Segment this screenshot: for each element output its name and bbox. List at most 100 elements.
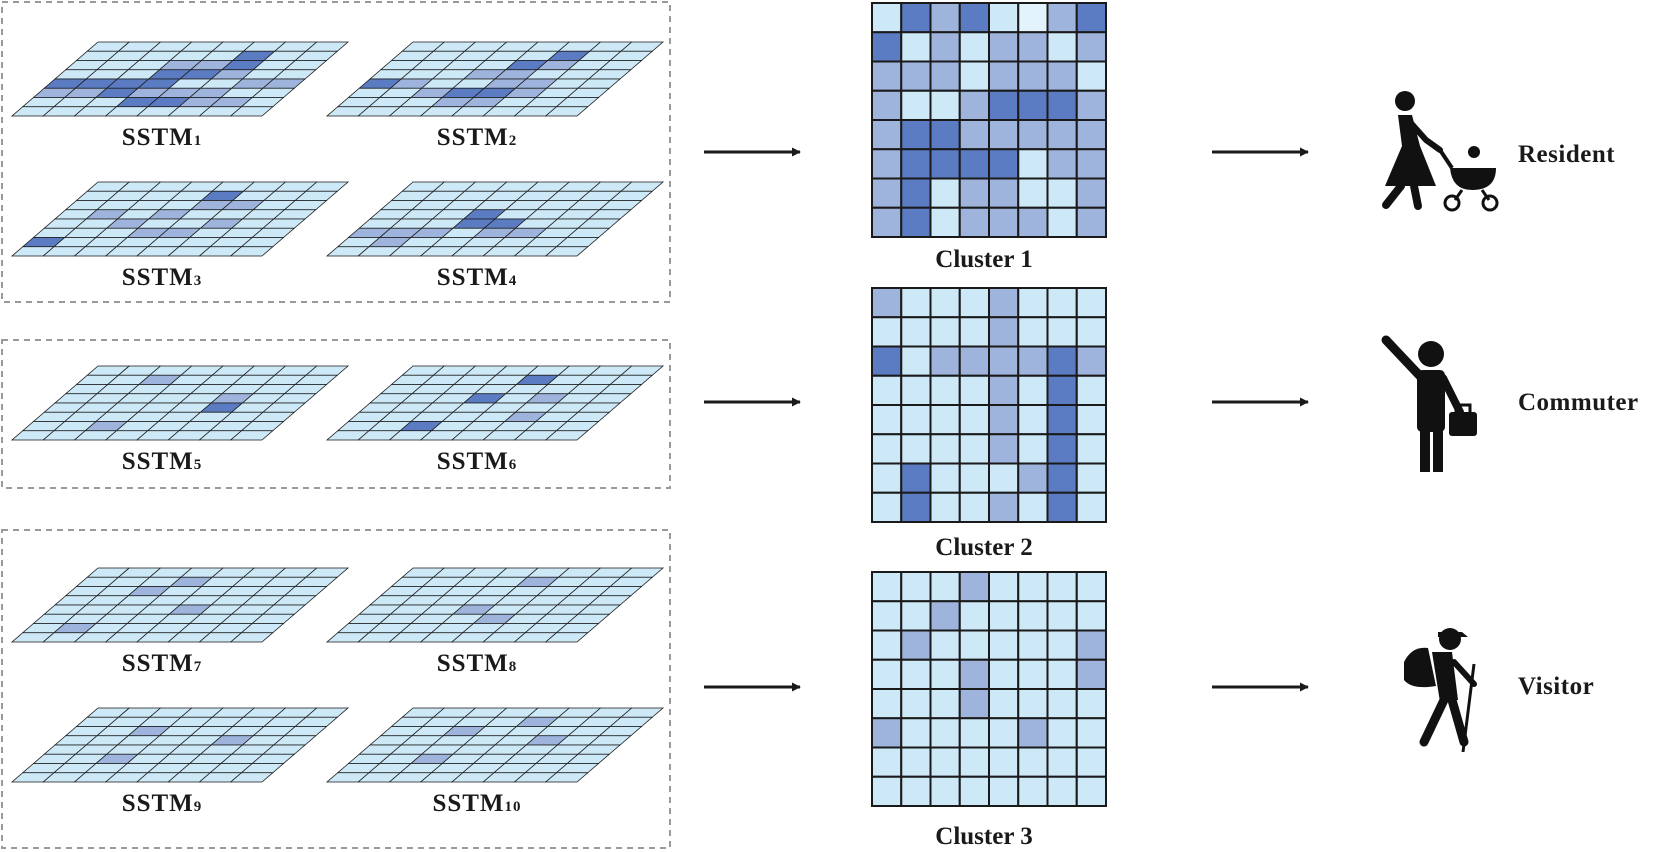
sstm-9-cell [229, 772, 274, 783]
cluster-1-cell [958, 60, 990, 92]
cluster-1-cell [929, 206, 961, 238]
cluster-3-cell [1017, 600, 1049, 632]
cluster-2-cell [1075, 491, 1107, 523]
cluster-1-cell [1017, 148, 1049, 180]
sstm-3-cell [229, 246, 274, 257]
sstm-label-index: 3 [194, 273, 203, 289]
cluster-1-cell [1075, 60, 1107, 92]
sstm-8-cell [544, 632, 589, 643]
cluster-2-cell [1046, 491, 1078, 523]
cluster-2-cell [958, 316, 990, 348]
cluster-3-cell [900, 629, 932, 661]
cluster-3-cell [988, 571, 1020, 603]
cluster-1-cell [929, 148, 961, 180]
sstm-label-prefix: SSTM [432, 790, 504, 817]
cluster-3-cell [929, 717, 961, 749]
cluster-2-cell [929, 433, 961, 465]
cluster-3-cell [1075, 746, 1107, 778]
cluster-1-cell [988, 31, 1020, 63]
cluster-1-cell [900, 31, 932, 63]
cluster-1-cell [958, 31, 990, 63]
cluster-1-cell [1075, 148, 1107, 180]
group-frame-1 [1, 1, 671, 303]
sstm-label-index: 5 [194, 457, 203, 473]
sstm-label-index: 10 [505, 799, 522, 815]
flow-arrows [704, 147, 1309, 692]
cluster-1-cell [1075, 2, 1107, 34]
cluster-3-cell [929, 629, 961, 661]
cluster-3-cell [900, 717, 932, 749]
sstm-matrix-8: SSTM8 [325, 567, 665, 677]
sstm-label: SSTM5 [122, 448, 203, 475]
cluster-3-cell [1017, 688, 1049, 720]
cluster-2-cell [1075, 433, 1107, 465]
cluster-matrix-2: Cluster 2 [871, 287, 1107, 561]
cluster-2-cell [1017, 404, 1049, 436]
cluster-3-cell [871, 775, 903, 807]
sstm-label: SSTM10 [432, 790, 521, 817]
cluster-1-cell [900, 177, 932, 209]
cluster-1-cell [988, 177, 1020, 209]
cluster-1-cell [1017, 119, 1049, 151]
cluster-2-cell [1017, 316, 1049, 348]
sstm-label: SSTM8 [437, 650, 518, 677]
group-frame-2 [1, 339, 671, 489]
sstm-label: SSTM9 [122, 790, 203, 817]
cluster-3-cell [871, 600, 903, 632]
sstm-label-prefix: SSTM [122, 264, 194, 291]
role-label-visitor: Visitor [1518, 673, 1594, 700]
cluster-1-cell [1017, 89, 1049, 121]
cluster-3-cell [958, 658, 990, 690]
cluster-2-cell [988, 404, 1020, 436]
cluster-1-cell [988, 2, 1020, 34]
cluster-2-cell [900, 316, 932, 348]
sstm-10-cell [544, 772, 589, 783]
cluster-1-cell [871, 148, 903, 180]
cluster-2-cell [958, 491, 990, 523]
cluster-2-cell [988, 462, 1020, 494]
sstm-matrix-1: SSTM1 [10, 41, 350, 151]
cluster-1-cell [871, 89, 903, 121]
cluster-2-cell [929, 316, 961, 348]
cluster-1-cell [988, 89, 1020, 121]
cluster-3-cell [900, 688, 932, 720]
cluster-2-cell [1017, 345, 1049, 377]
cluster-1-cell [958, 2, 990, 34]
cluster-3-cell [871, 688, 903, 720]
cluster-3-cell [1046, 629, 1078, 661]
cluster-1-cell [900, 119, 932, 151]
cluster-1-cell [929, 89, 961, 121]
cluster-2-cell [1075, 404, 1107, 436]
cluster-2-cell [1075, 462, 1107, 494]
cluster-1-cell [958, 119, 990, 151]
cluster-1-cell [1046, 2, 1078, 34]
cluster-2-cell [871, 491, 903, 523]
cluster-3-cell [900, 571, 932, 603]
sstm-label: SSTM7 [122, 650, 203, 677]
sstm-label-index: 8 [509, 659, 518, 675]
sstm-label-prefix: SSTM [437, 448, 509, 475]
cluster-3-cell [929, 746, 961, 778]
cluster-1-cell [1017, 60, 1049, 92]
cluster-matrix-1: Cluster 1 [871, 2, 1107, 273]
sstm-matrix-2: SSTM2 [325, 41, 665, 151]
cluster-2-cell [1046, 287, 1078, 319]
cluster-2-cell [1046, 462, 1078, 494]
cluster-2-cell [958, 374, 990, 406]
cluster-2-cell [1075, 374, 1107, 406]
cluster-1-cell [958, 206, 990, 238]
cluster-3-cell [1046, 571, 1078, 603]
resident-with-stroller-icon [1382, 91, 1499, 212]
cluster-3-cell [1046, 658, 1078, 690]
cluster-1-cell [871, 119, 903, 151]
sstm-label-prefix: SSTM [122, 790, 194, 817]
cluster-3-cell [1075, 688, 1107, 720]
cluster-1-cell [1046, 148, 1078, 180]
cluster-3-cell [871, 658, 903, 690]
sstm-label-prefix: SSTM [437, 650, 509, 677]
cluster-3-cell [929, 658, 961, 690]
cluster-2-cell [1046, 433, 1078, 465]
cluster-1-cell [929, 60, 961, 92]
cluster-3-cell [1046, 717, 1078, 749]
sstm-label-prefix: SSTM [437, 124, 509, 151]
